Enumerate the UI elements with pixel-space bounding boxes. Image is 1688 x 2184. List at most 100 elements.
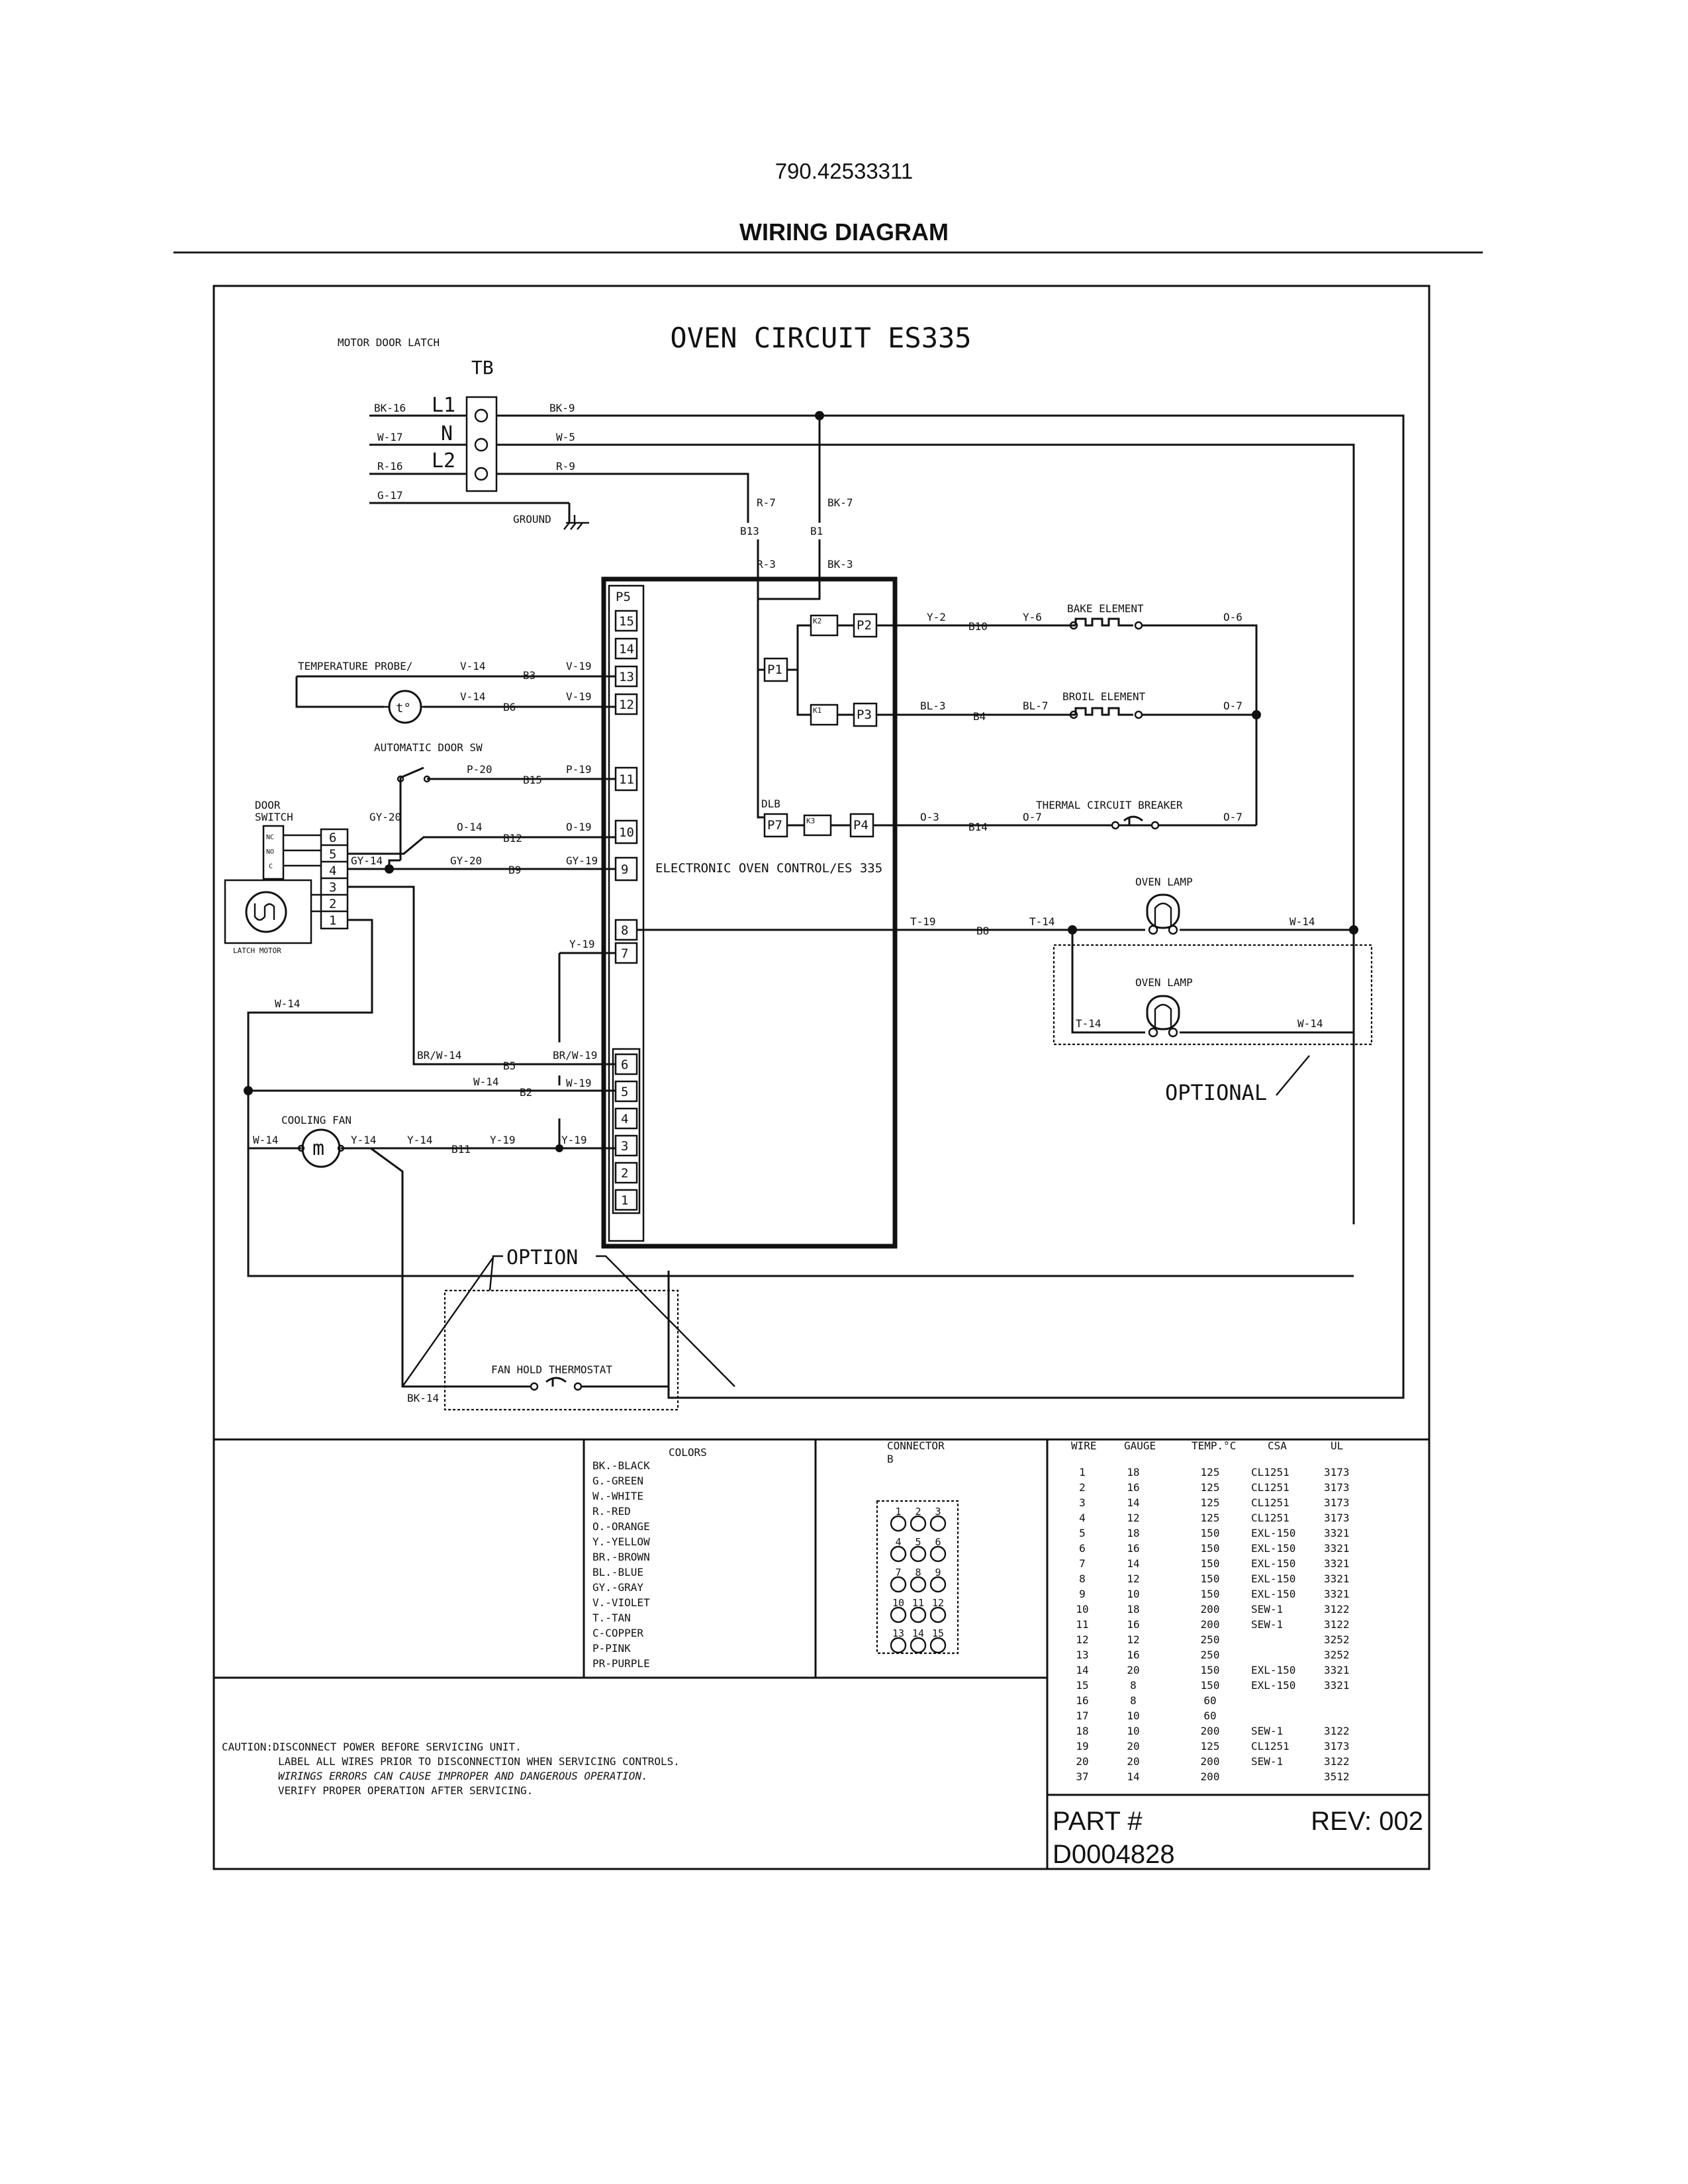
wire-table-cell: 200 [1201, 1725, 1220, 1737]
relay-k2-label: K2 [813, 617, 821, 625]
wire-v14-b: V-14 [460, 690, 486, 703]
wire-table-cell: SEW-1 [1251, 1603, 1283, 1615]
wire-table-cell: 17 [1076, 1709, 1088, 1722]
latch-t1: 1 [329, 913, 336, 928]
caution-line-4: VERIFY PROPER OPERATION AFTER SERVICING. [278, 1784, 533, 1797]
color-o: O.-ORANGE [592, 1520, 650, 1533]
wire-table-cell: 13 [1076, 1649, 1088, 1661]
relay-p4-label: P4 [853, 818, 868, 833]
connector-pin [929, 1545, 947, 1563]
wire-table-cell: 8 [1130, 1679, 1137, 1692]
color-w: W.-WHITE [592, 1490, 643, 1502]
connector-pin-label: 14 [912, 1627, 924, 1639]
wire-table-cell: 250 [1201, 1633, 1220, 1646]
control-pins: 15 14 13 12 11 10 9 8 7 6 5 4 3 2 1 [612, 610, 641, 1214]
wire-table-cell: 16 [1127, 1649, 1139, 1661]
wire-table-cell: 125 [1201, 1466, 1220, 1479]
wire-y2: Y-2 [927, 611, 946, 623]
pin-b14: B14 [968, 821, 988, 833]
wire-w14-fan: W-14 [253, 1134, 279, 1146]
thermal-breaker-label: THERMAL CIRCUIT BREAKER [1036, 799, 1183, 811]
wire-table-cell: 3321 [1324, 1527, 1350, 1539]
connector-pin [890, 1637, 907, 1654]
colors-title: COLORS [669, 1446, 707, 1459]
wire-r7: R-7 [757, 496, 776, 509]
door-switch-label-1: DOOR [255, 799, 281, 811]
relay-k1-label: K1 [813, 706, 821, 715]
connector-pin-label: 12 [932, 1597, 944, 1609]
pin-b8: B8 [976, 925, 989, 937]
connector-pin [910, 1637, 927, 1654]
connector-sub: B [887, 1453, 894, 1465]
pin-11: 11 [619, 772, 634, 787]
tb-terminal-n: N [441, 422, 453, 445]
wire-y14-a: Y-14 [351, 1134, 377, 1146]
wire-table-cell: 60 [1203, 1709, 1216, 1722]
wire-table-cell: EXL-150 [1251, 1542, 1295, 1555]
terminal-block [465, 396, 498, 492]
wire-o7-breaker-right: O-7 [1223, 811, 1243, 823]
wire-table-cell: CL1251 [1251, 1512, 1289, 1524]
color-c: C-COPPER [592, 1627, 643, 1639]
caution-line-3: WIRINGS ERRORS CAN CAUSE IMPROPER AND DA… [278, 1770, 648, 1782]
wire-bk3: BK-3 [827, 558, 853, 570]
wire-table-cell: 150 [1201, 1679, 1220, 1692]
wire-r16: R-16 [377, 460, 403, 473]
relay-p7-label: P7 [767, 818, 782, 833]
color-g: G.-GREEN [592, 1475, 643, 1487]
wire-o14: O-14 [457, 821, 483, 833]
oven-lamp-label: OVEN LAMP [1135, 876, 1193, 888]
wire-table-cell: 3122 [1324, 1725, 1350, 1737]
wire-table-cell: 3321 [1324, 1679, 1350, 1692]
connector-title: CONNECTOR [887, 1439, 945, 1452]
pin-b9: B9 [508, 864, 521, 876]
latch-t2: 2 [329, 897, 336, 911]
wire-table-cell: 3122 [1324, 1603, 1350, 1615]
wire-v19-b: V-19 [566, 690, 592, 703]
wire-table-cell: 3173 [1324, 1740, 1350, 1752]
fan-hold-thermostat-label: FAN HOLD THERMOSTAT [491, 1363, 612, 1376]
wire-table-cell: 16 [1127, 1542, 1139, 1555]
connector-pin [890, 1606, 907, 1623]
pin-b3: B3 [523, 669, 536, 682]
wire-table-cell: 10 [1127, 1725, 1139, 1737]
wire-o7-breaker-left: O-7 [1023, 811, 1042, 823]
color-bl: BL.-BLUE [592, 1566, 643, 1578]
wt-header-csa: CSA [1268, 1439, 1287, 1452]
wire-p19: P-19 [566, 763, 592, 776]
wire-table-cell: EXL-150 [1251, 1588, 1295, 1600]
wire-table-cell: 3122 [1324, 1618, 1350, 1631]
wire-o19: O-19 [566, 821, 592, 833]
wire-w14-b2: W-14 [473, 1075, 499, 1088]
pin-b6: B6 [503, 701, 516, 713]
wire-y19-a: Y-19 [569, 938, 595, 950]
wire-table-cell: 3122 [1324, 1755, 1350, 1768]
connector-pin [890, 1515, 907, 1532]
wire-w19: W-19 [566, 1077, 592, 1089]
wire-table-cell: 150 [1201, 1664, 1220, 1676]
wire-table-cell: 150 [1201, 1527, 1220, 1539]
pin-4: 4 [621, 1112, 628, 1126]
wire-table-cell: CL1251 [1251, 1481, 1289, 1494]
pin-13: 13 [619, 670, 634, 684]
terminal-l1 [474, 408, 489, 423]
pin-15: 15 [619, 614, 634, 629]
wire-table-cell: 18 [1127, 1527, 1139, 1539]
wire-table-cell: 14 [1127, 1557, 1139, 1570]
wt-header-ul: UL [1331, 1439, 1343, 1452]
pin-1: 1 [621, 1193, 628, 1208]
terminal-n [474, 437, 489, 452]
wire-table-cell: 37 [1076, 1770, 1088, 1783]
wire-table-cell: 7 [1079, 1557, 1086, 1570]
wire-table-cell: 15 [1076, 1679, 1088, 1692]
connector-pin-label: 1 [895, 1506, 901, 1518]
wire-table-cell: 150 [1201, 1542, 1220, 1555]
wire-gy14: GY-14 [351, 854, 383, 867]
wire-table-cell: 12 [1127, 1512, 1139, 1524]
color-pr: PR-PURPLE [592, 1657, 650, 1670]
wire-bl7: BL-7 [1023, 700, 1049, 712]
door-switch [262, 825, 285, 880]
wire-table-cell: 125 [1201, 1512, 1220, 1524]
oven-lamp-icon [1146, 893, 1180, 935]
wire-table-cell: 16 [1076, 1694, 1088, 1707]
